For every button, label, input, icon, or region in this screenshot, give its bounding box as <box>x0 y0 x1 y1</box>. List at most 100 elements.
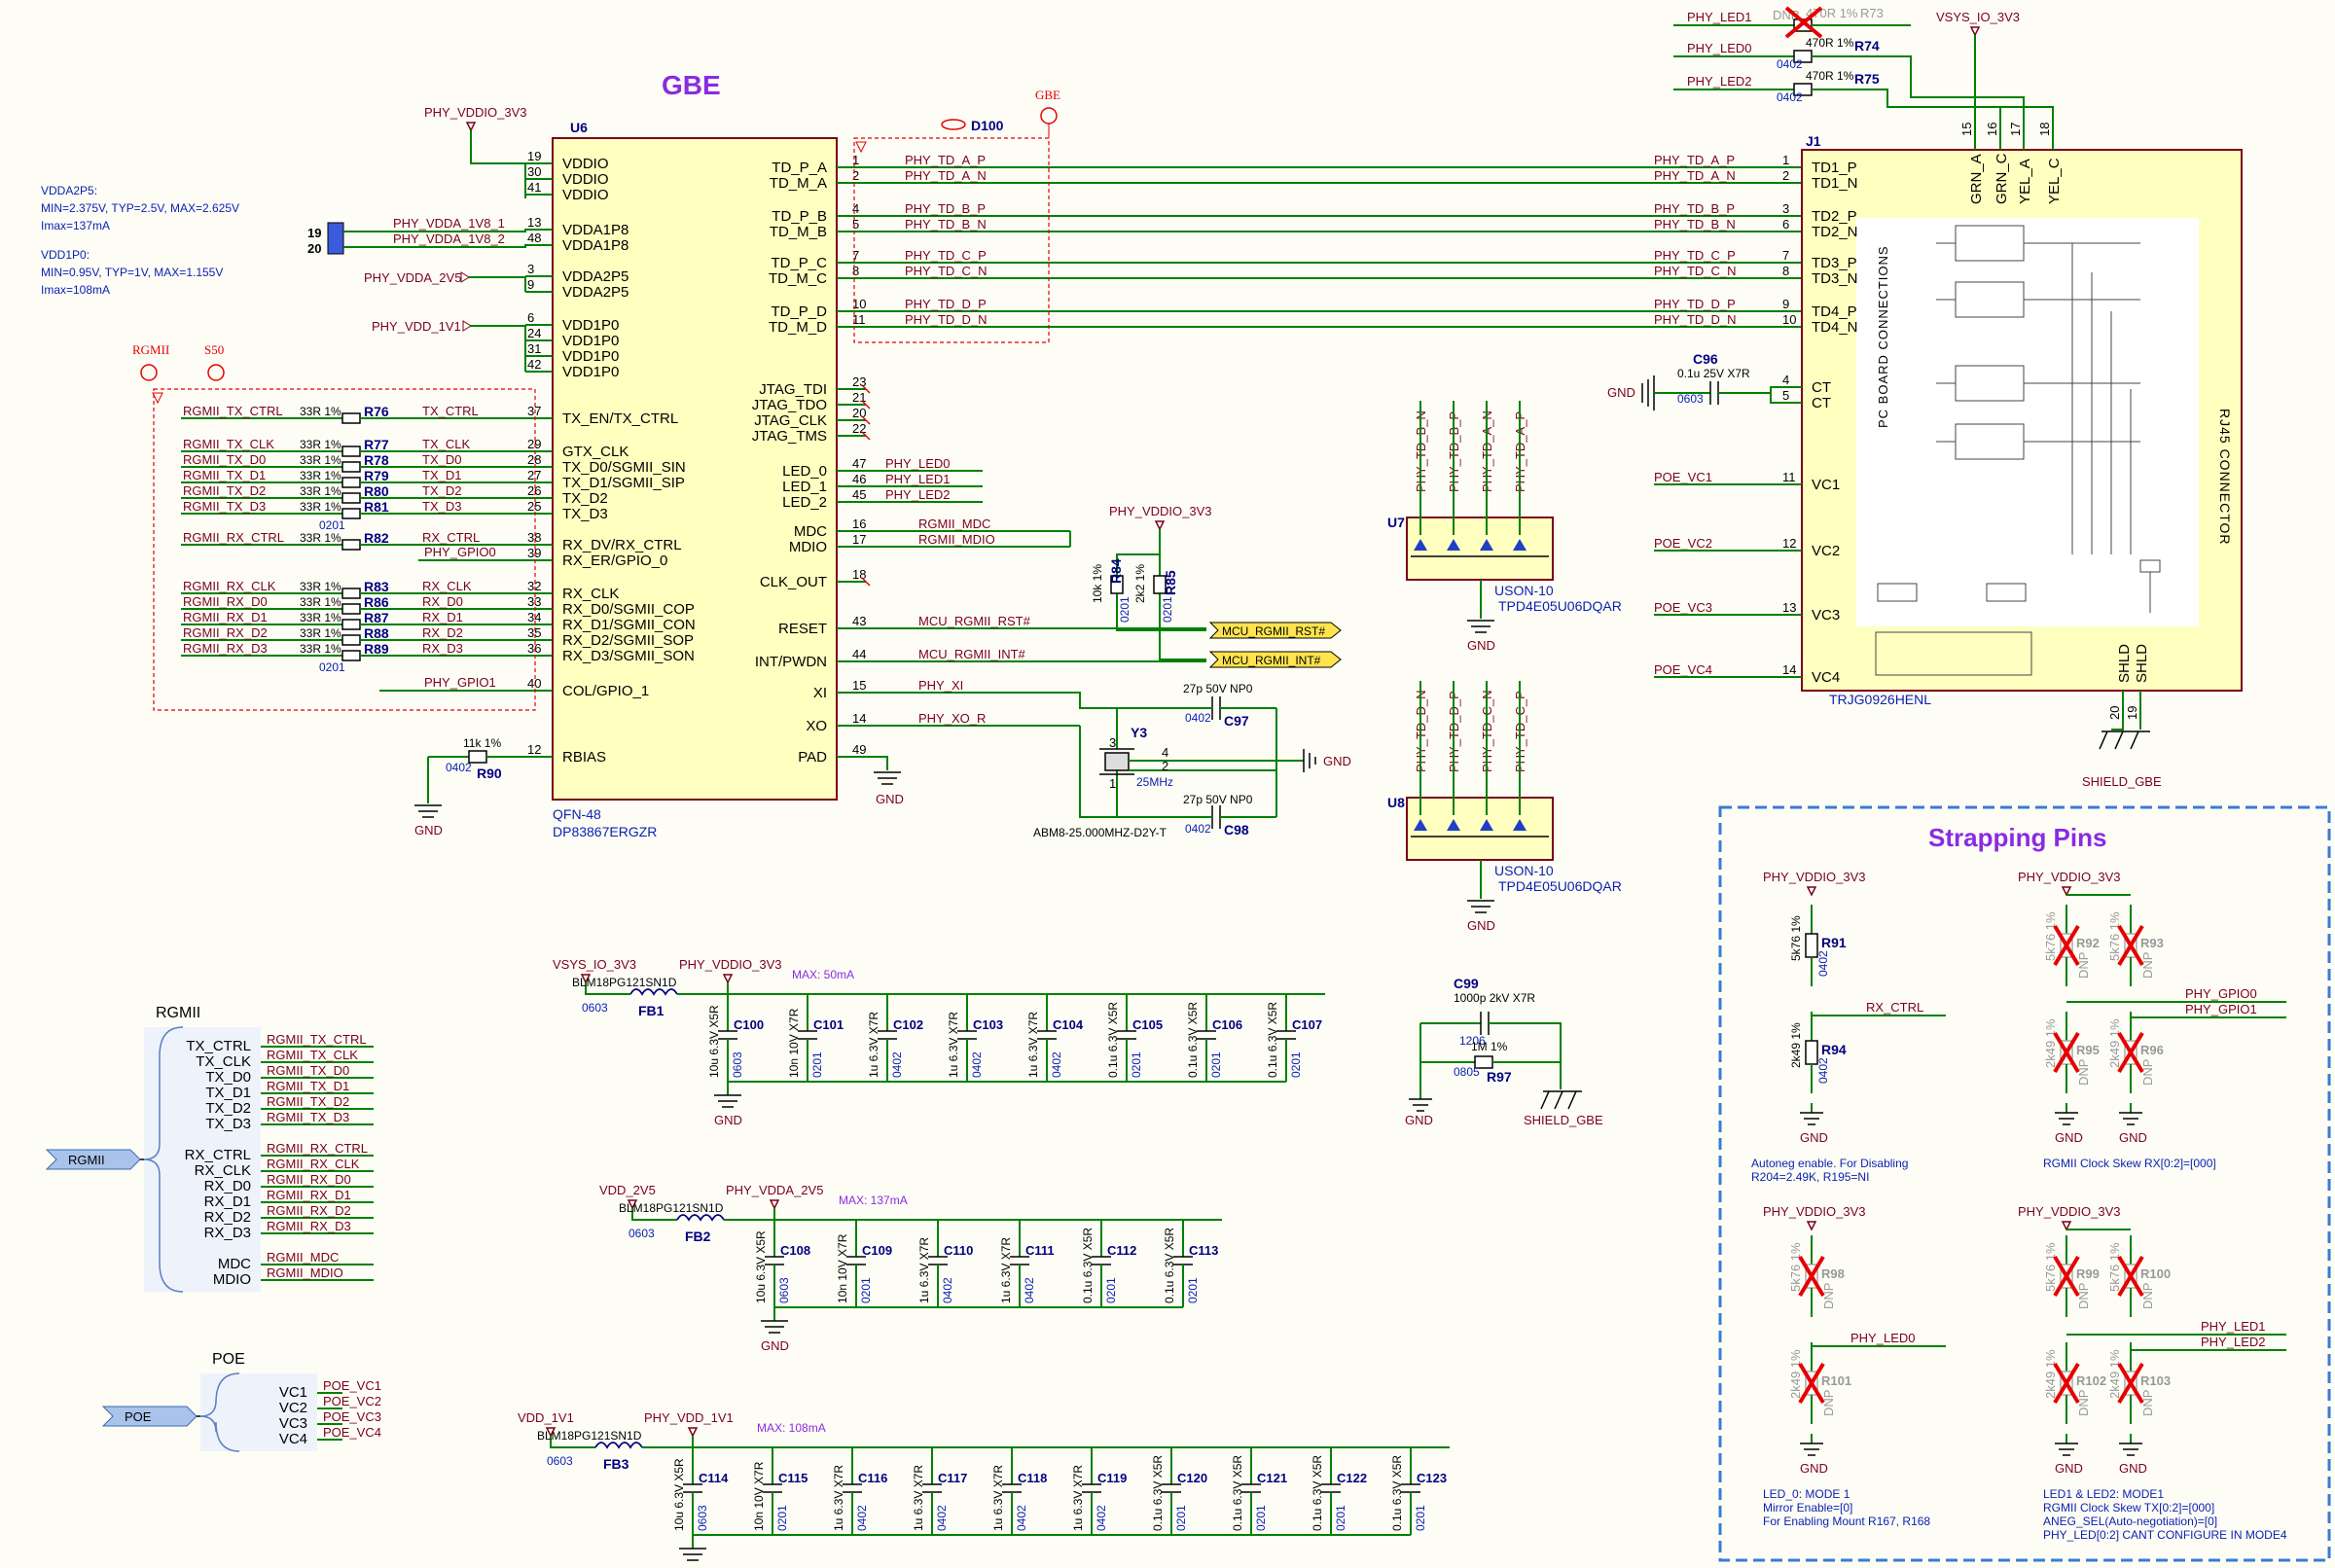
decap-ref-C109: C109 <box>862 1243 892 1258</box>
u6-pin-num-40: 40 <box>527 676 541 691</box>
u6-pin-name-3: VDDA2P5 <box>562 268 629 285</box>
u6-pin-num-39: 39 <box>527 546 541 560</box>
sr-body-R87 <box>341 619 361 630</box>
td-net-left-1: PHY_TD_A_P <box>905 153 986 167</box>
decap-ref-C116: C116 <box>858 1471 887 1485</box>
svg-text:4: 4 <box>1162 745 1168 760</box>
dnp-cross-R93 <box>2117 924 2144 967</box>
sr-pin-net-R83: RX_CLK <box>422 579 472 593</box>
sr-body-R78 <box>341 461 361 473</box>
sr-body-R79 <box>341 477 361 488</box>
j1-pin-name-10: TD4_N <box>1812 319 1858 336</box>
sr-pin-net-R81: TX_D3 <box>422 499 461 514</box>
decap-pkg-C123: 0201 <box>1414 1505 1427 1531</box>
strap-res-val-R95: 2k49 1% <box>2043 1018 2058 1068</box>
led-resistors: VSYS_IO_3V3 PHY_LED1 470R 1% DNP R73 PHY… <box>1673 6 2054 150</box>
strap-gnd-label-b1: GND <box>1800 1130 1828 1145</box>
r97-ref: R97 <box>1487 1069 1512 1085</box>
decap-src-arrow <box>580 974 592 984</box>
decap-ref-C111: C111 <box>1025 1243 1055 1258</box>
u6-pin-num-33: 33 <box>527 594 541 609</box>
j1-pin-name-4: CT <box>1812 379 1831 396</box>
r85-val: 2k2 1% <box>1133 564 1147 603</box>
decap-pkg-C101: 0201 <box>810 1051 824 1078</box>
u6-rpin-num-7: 7 <box>852 248 859 263</box>
u6-vddio-power: PHY_VDDIO_3V3 <box>424 105 527 164</box>
u6-rpin-name-49: PAD <box>798 749 827 766</box>
sr-ref-R76: R76 <box>364 404 389 419</box>
decap-fb-pkg-2: 0603 <box>629 1227 655 1240</box>
sr-body-R83 <box>341 588 361 599</box>
tvs-diode <box>1513 539 1527 551</box>
u6-body <box>552 137 838 801</box>
led-net-45: PHY_LED2 <box>885 487 950 502</box>
sr-ref-R79: R79 <box>364 468 389 483</box>
pad-wire <box>837 756 888 770</box>
tvs-diode <box>1447 539 1460 551</box>
shield-gbe: SHIELD_GBE <box>2082 691 2162 789</box>
decap-src-3: VDD_1V1 <box>518 1410 574 1425</box>
u6-rpin-name-45: LED_2 <box>782 494 827 511</box>
u6-pin-name-31: VDD1P0 <box>562 348 619 365</box>
bus-port-RGMII <box>45 1149 141 1170</box>
bus-net-RGMII-11: RGMII_RX_D3 <box>267 1219 351 1233</box>
decap-pkg-C109: 0201 <box>859 1277 873 1303</box>
decap-pkg-C111: 0402 <box>1023 1277 1036 1303</box>
u6-rpin-name-47: LED_0 <box>782 463 827 480</box>
vdd1v1-arrow <box>462 320 472 332</box>
u6-rpin-num-5: 5 <box>852 217 859 232</box>
strap3-note-0: LED_0: MODE 1 <box>1763 1487 1850 1501</box>
sr-val-R88: 33R 1% <box>300 626 341 640</box>
decap-src-wire <box>631 1208 677 1221</box>
sr-net-R88: RGMII_RX_D2 <box>183 625 268 640</box>
bus-net-RGMII-13: RGMII_MDIO <box>267 1265 343 1280</box>
sr-body-R89 <box>341 650 361 661</box>
j1-pin-name-7: TD3_P <box>1812 255 1857 271</box>
decap-val-C104: 1u 6.3V X7R <box>1026 1012 1040 1078</box>
u6-pin-num-32: 32 <box>527 579 541 593</box>
decap-max-3: MAX: 108mA <box>757 1421 826 1435</box>
sr-body-R82 <box>341 539 361 551</box>
strap-gnd-label-b3: GND <box>1800 1461 1828 1476</box>
xi-wire <box>837 692 1081 708</box>
dnp-cross-R96 <box>2117 1031 2144 1074</box>
sr-pin-net-R77: TX_CLK <box>422 437 470 451</box>
u6-rpin-name-23: JTAG_TDI <box>759 381 827 398</box>
j1-net-10: PHY_TD_D_N <box>1654 312 1737 327</box>
decap-val-C101: 10n 10V X7R <box>787 1008 801 1078</box>
strap-res-dnp-R98: DNP <box>1821 1283 1836 1309</box>
decap-fb-1: FB1 <box>638 1003 665 1018</box>
sr-ref-R82: R82 <box>364 530 389 546</box>
vdda1p8-1 <box>389 229 553 232</box>
net-phy-gpio0: PHY_GPIO0 <box>424 545 496 559</box>
rbias-gnd-label: GND <box>414 823 443 837</box>
u6-rpin-name-4: TD_P_B <box>772 208 827 225</box>
strap-res-val-R91: 5k76 1% <box>1789 915 1803 961</box>
strap1-note-0: Autoneg enable. For Disabling <box>1751 1157 1908 1170</box>
decap-ref-C123: C123 <box>1417 1471 1447 1485</box>
decap-ref-C106: C106 <box>1212 1017 1242 1032</box>
u6-pin-name-41: VDDIO <box>562 187 609 203</box>
td-net-left-7: PHY_TD_C_P <box>905 248 987 263</box>
sr-pin-net-R86: RX_D0 <box>422 594 463 609</box>
c97-val: 27p 50V NP0 <box>1183 682 1253 695</box>
sr-val-R81: 33R 1% <box>300 500 341 514</box>
u6-part: DP83867ERGZR <box>553 824 657 839</box>
decap-ref-C118: C118 <box>1018 1471 1047 1485</box>
rgmii-tag: RGMII <box>132 342 169 357</box>
j1-top-num-17: 17 <box>2008 123 2023 136</box>
bus-net-RGMII-6: RGMII_RX_CTRL <box>267 1141 368 1156</box>
strap-res-ref-R98: R98 <box>1821 1266 1845 1281</box>
u6-pin-name-25: TX_D3 <box>562 506 608 522</box>
strap-res-dnp-R100: DNP <box>2140 1283 2155 1309</box>
net-vdd1v1: PHY_VDD_1V1 <box>372 319 461 334</box>
tvs-part-u8: TPD4E05U06DQAR <box>1498 878 1622 894</box>
decap-src-arrow <box>545 1427 557 1438</box>
j1-pin-num-5: 5 <box>1782 388 1789 403</box>
u6-rpin-name-22: JTAG_TMS <box>752 428 827 445</box>
decap-src-1: VSYS_IO_3V3 <box>553 957 636 972</box>
xo-net: PHY_XO_R <box>918 711 986 726</box>
sr-ref-R86: R86 <box>364 594 389 610</box>
u6-rpin-num-15: 15 <box>852 678 866 693</box>
